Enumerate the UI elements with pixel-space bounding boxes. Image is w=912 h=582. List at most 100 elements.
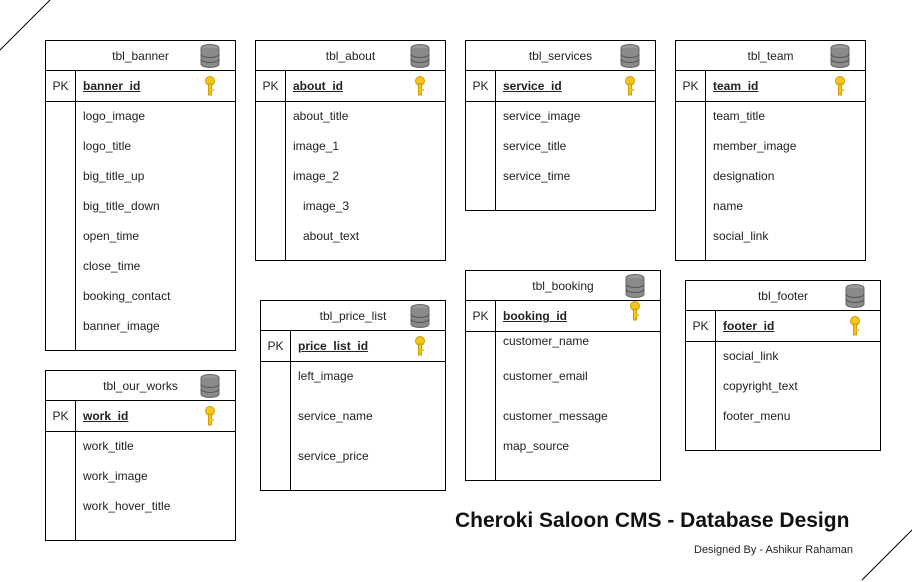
database-icon bbox=[410, 304, 430, 328]
field-name: about_title bbox=[293, 109, 349, 123]
primary-key-row: PK work_id bbox=[46, 401, 235, 432]
field-name: left_image bbox=[298, 369, 354, 383]
field-name: designation bbox=[713, 169, 775, 183]
key-icon bbox=[205, 76, 215, 96]
pk-label: PK bbox=[466, 71, 496, 101]
field-name: social_link bbox=[723, 349, 779, 363]
field-name: service_name bbox=[298, 409, 373, 423]
primary-key-field: booking_id bbox=[503, 309, 567, 323]
field-name: about_text bbox=[303, 229, 360, 243]
primary-key-row: PK service_id bbox=[466, 71, 655, 102]
field-name: big_title_up bbox=[83, 169, 145, 183]
primary-key-row: PK price_list_id bbox=[261, 331, 445, 362]
key-icon bbox=[630, 301, 640, 321]
primary-key-field: team_id bbox=[713, 79, 759, 93]
table-booking[interactable]: tbl_booking PK booking_id customer_name … bbox=[465, 270, 661, 481]
database-icon bbox=[200, 374, 220, 398]
field-name: image_3 bbox=[303, 199, 350, 213]
field-name: image_1 bbox=[293, 139, 340, 153]
field-name: open_time bbox=[83, 229, 140, 243]
pk-label: PK bbox=[686, 311, 716, 341]
primary-key-field: price_list_id bbox=[298, 339, 369, 353]
table-name: tbl_services bbox=[528, 48, 593, 63]
diagram-title: Cheroki Saloon CMS - Database Design bbox=[455, 509, 850, 532]
field-name: service_time bbox=[503, 169, 571, 183]
field-name: work_hover_title bbox=[83, 499, 171, 513]
table-name: tbl_about bbox=[325, 48, 376, 63]
pk-label: PK bbox=[466, 301, 496, 331]
table-footer[interactable]: tbl_footer PK footer_id social_link copy… bbox=[685, 280, 881, 451]
pk-label: PK bbox=[46, 71, 76, 101]
database-icon bbox=[410, 44, 430, 68]
database-icon bbox=[625, 274, 645, 298]
key-icon bbox=[415, 76, 425, 96]
table-header: tbl_booking bbox=[466, 271, 660, 301]
field-name: service_title bbox=[503, 139, 567, 153]
table-price-list[interactable]: tbl_price_list PK price_list_id left_ima… bbox=[260, 300, 446, 491]
field-name: customer_message bbox=[503, 409, 608, 423]
table-header: tbl_team bbox=[676, 41, 865, 71]
table-header: tbl_our_works bbox=[46, 371, 235, 401]
table-our-works[interactable]: tbl_our_works PK work_id work_title work… bbox=[45, 370, 236, 541]
database-icon bbox=[200, 44, 220, 68]
database-icon bbox=[830, 44, 850, 68]
field-name: customer_email bbox=[503, 369, 588, 383]
field-name: social_link bbox=[713, 229, 769, 243]
field-name: work_title bbox=[83, 439, 134, 453]
field-name: booking_contact bbox=[83, 289, 171, 303]
table-name: tbl_footer bbox=[757, 288, 809, 303]
table-name: tbl_price_list bbox=[319, 308, 387, 323]
pk-label: PK bbox=[676, 71, 706, 101]
primary-key-field: banner_id bbox=[83, 79, 141, 93]
table-team[interactable]: tbl_team PK team_id team_title member_im… bbox=[675, 40, 866, 261]
pk-label: PK bbox=[261, 331, 291, 361]
field-name: team_title bbox=[713, 109, 766, 123]
field-name: name bbox=[713, 199, 744, 213]
key-icon bbox=[625, 76, 635, 96]
pk-label: PK bbox=[46, 401, 76, 431]
table-name: tbl_our_works bbox=[103, 378, 178, 393]
field-name: close_time bbox=[83, 259, 141, 273]
field-name: big_title_down bbox=[83, 199, 160, 213]
field-name: member_image bbox=[713, 139, 797, 153]
primary-key-row: PK banner_id bbox=[46, 71, 235, 102]
table-about[interactable]: tbl_about PK about_id about_title image_… bbox=[255, 40, 446, 261]
field-name: banner_image bbox=[83, 319, 160, 333]
primary-key-field: about_id bbox=[293, 79, 343, 93]
table-header: tbl_price_list bbox=[261, 301, 445, 331]
pk-label: PK bbox=[256, 71, 286, 101]
field-name: work_image bbox=[83, 469, 148, 483]
field-name: copyright_text bbox=[723, 379, 798, 393]
field-name: image_2 bbox=[293, 169, 340, 183]
primary-key-row: PK about_id bbox=[256, 71, 445, 102]
database-icon bbox=[620, 44, 640, 68]
table-header: tbl_banner bbox=[46, 41, 235, 71]
table-header: tbl_services bbox=[466, 41, 655, 71]
table-header: tbl_footer bbox=[686, 281, 880, 311]
primary-key-field: service_id bbox=[503, 79, 562, 93]
table-banner[interactable]: tbl_banner PK banner_id logo_image logo_… bbox=[45, 40, 236, 351]
field-name: logo_title bbox=[83, 139, 132, 153]
key-icon bbox=[205, 406, 215, 426]
primary-key-row: PK booking_id bbox=[466, 301, 660, 332]
key-icon bbox=[835, 76, 845, 96]
field-name: footer_menu bbox=[723, 409, 791, 423]
table-header: tbl_about bbox=[256, 41, 445, 71]
primary-key-field: footer_id bbox=[723, 319, 775, 333]
key-icon bbox=[415, 336, 425, 356]
table-services[interactable]: tbl_services PK service_id service_image… bbox=[465, 40, 656, 211]
field-name: customer_name bbox=[503, 334, 590, 348]
table-name: tbl_banner bbox=[112, 48, 169, 63]
primary-key-row: PK team_id bbox=[676, 71, 865, 102]
field-name: logo_image bbox=[83, 109, 146, 123]
field-name: service_price bbox=[298, 449, 369, 463]
table-name: tbl_team bbox=[747, 48, 794, 63]
primary-key-field: work_id bbox=[83, 409, 129, 423]
key-icon bbox=[850, 316, 860, 336]
field-name: service_image bbox=[503, 109, 581, 123]
primary-key-row: PK footer_id bbox=[686, 311, 880, 342]
diagram-credit: Designed By - Ashikur Rahaman bbox=[694, 544, 853, 556]
table-name: tbl_booking bbox=[532, 278, 594, 293]
database-icon bbox=[845, 284, 865, 308]
field-name: map_source bbox=[503, 439, 570, 453]
